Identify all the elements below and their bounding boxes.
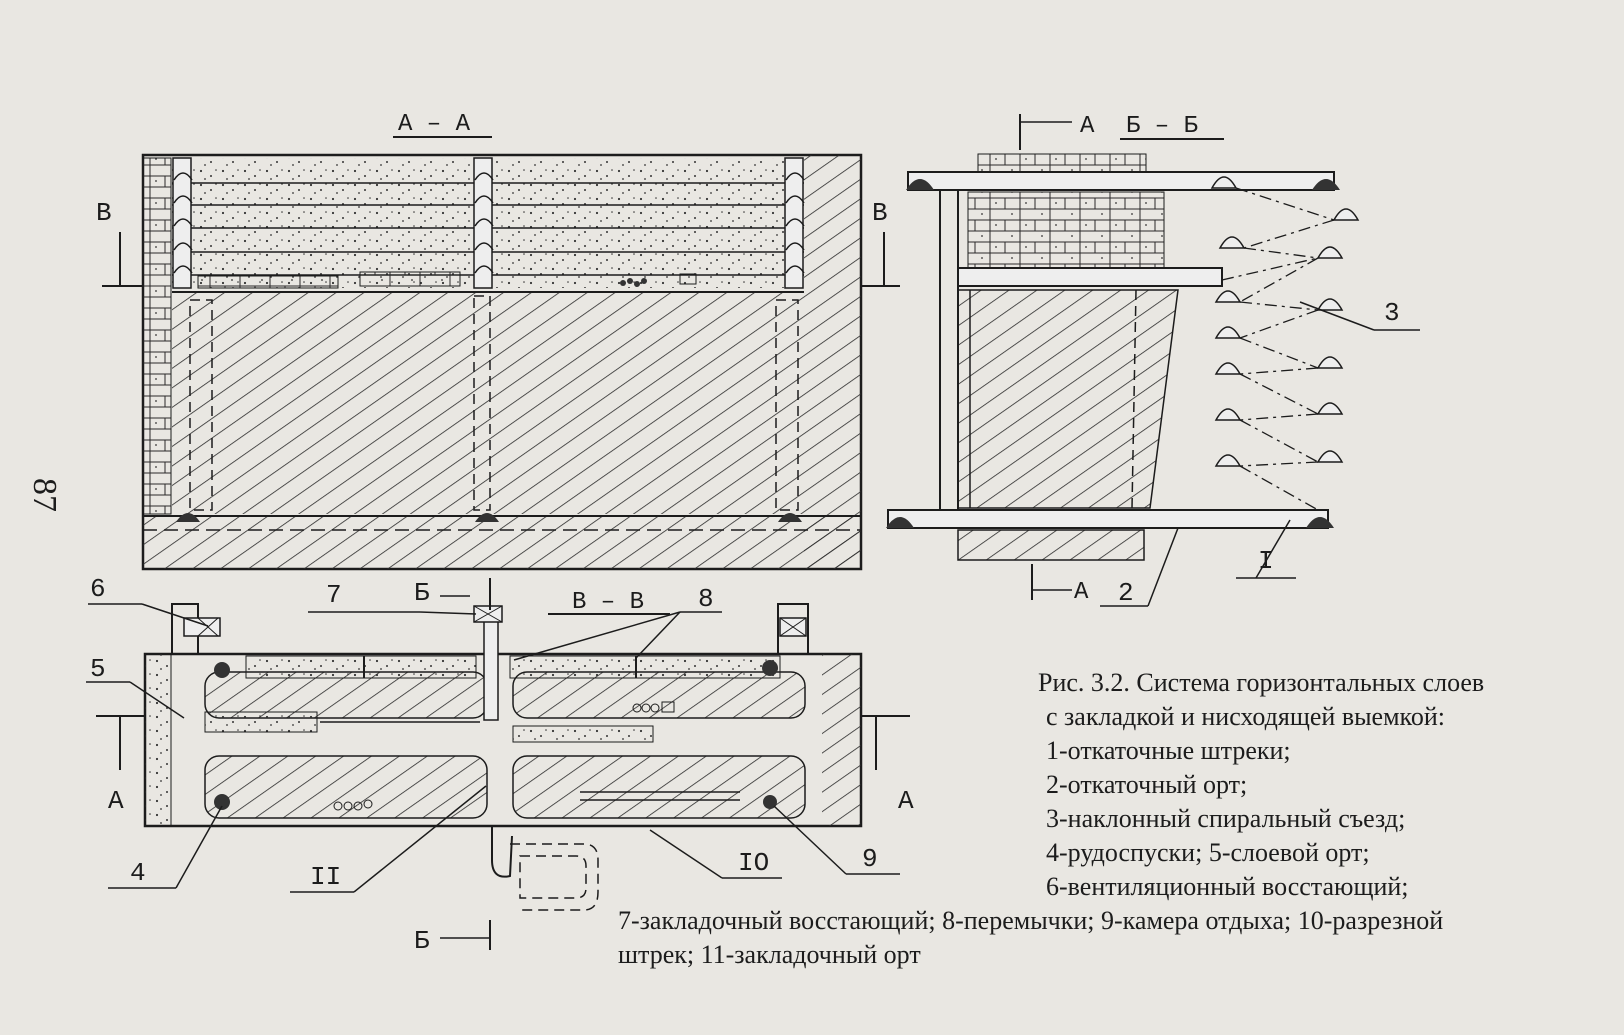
caption-item-3: 3-наклонный спиральный съезд; [1046,804,1406,833]
caption-item-6: 7-закладочный восстающий; 8-перемычки; 9… [618,906,1444,935]
marker-a-right: А [898,786,914,816]
marker-v-left: В [96,198,112,228]
marker-b-top: Б [414,578,430,608]
marker-v-right: В [872,198,888,228]
callout-4: 4 [130,858,146,888]
page-number: 87 [26,478,63,512]
callout-10: IO [738,848,769,878]
callout-11: II [310,862,341,892]
caption-item-4: 4-рудоспуски; 5-слоевой орт; [1046,838,1370,867]
caption-item-5: 6-вентиляционный восстающий; [1046,872,1409,901]
marker-a-top: А [1080,113,1095,140]
section-bb-title: Б – Б [1126,113,1198,140]
callout-7: 7 [326,580,342,610]
marker-a-bottom: А [1074,579,1089,606]
section-aa: А – А [96,111,900,571]
section-vv: В – В [86,574,914,956]
callout-5: 5 [90,654,106,684]
callout-2: 2 [1118,578,1134,608]
callout-8: 8 [698,584,714,614]
section-aa-title: А – А [398,111,471,138]
marker-b-bottom: Б [414,926,430,956]
section-vv-title: В – В [572,589,644,616]
callout-3: 3 [1384,298,1400,328]
caption-item-7: штрек; 11-закладочный орт [618,940,921,969]
callout-6: 6 [90,574,106,604]
caption-item-2: 2-откаточный орт; [1046,770,1248,799]
marker-a-left: А [108,786,124,816]
callout-9: 9 [862,844,878,874]
caption-item-1: 1-откаточные штреки; [1046,736,1291,765]
caption-subtitle: с закладкой и нисходящей выемкой: [1046,702,1446,731]
caption-title: Рис. 3.2. Система горизонтальных слоев [1038,668,1485,697]
section-bb: Б – Б А [886,113,1420,608]
